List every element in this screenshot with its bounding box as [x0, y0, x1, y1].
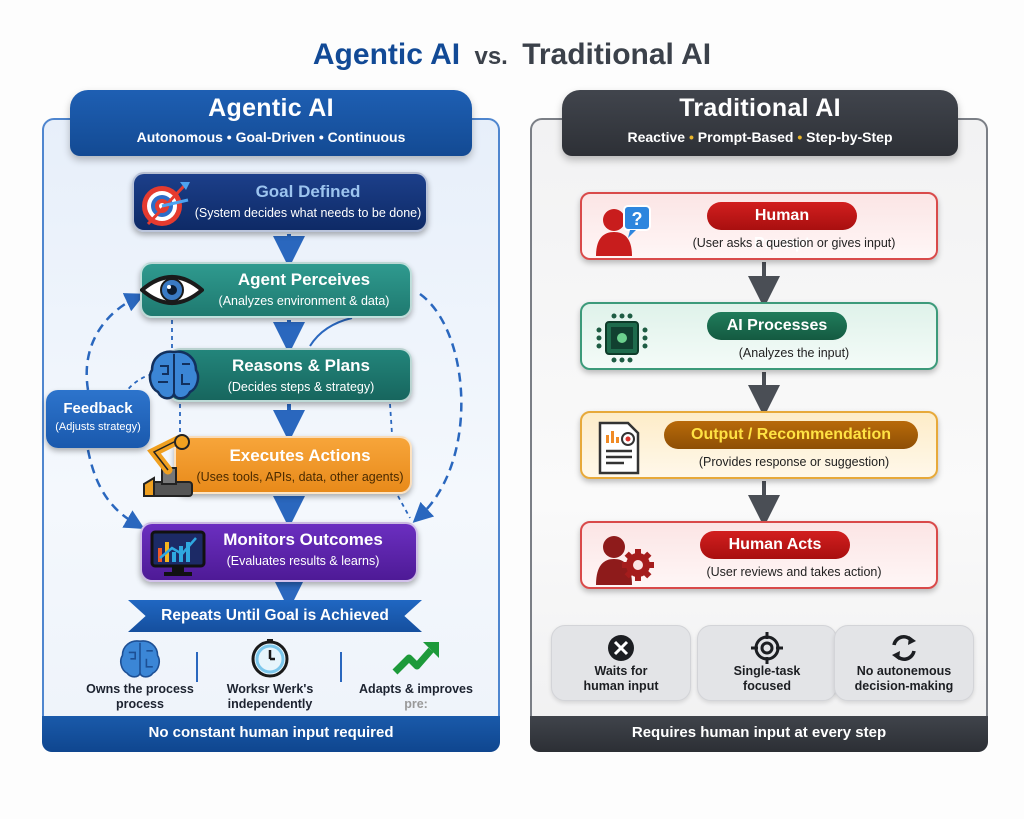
subtitle-part: Step-by-Step: [806, 129, 893, 145]
step-desc: (System decides what needs to be done): [194, 206, 422, 220]
step-title: Monitors Outcomes: [223, 530, 383, 549]
title-traditional: Traditional AI: [522, 38, 712, 71]
x-circle-icon: [552, 632, 690, 664]
step-title: Agent Perceives: [237, 270, 371, 289]
step-desc: (User reviews and takes action): [706, 565, 882, 579]
card-line2: human input: [583, 679, 659, 693]
card-line1: Waits for: [594, 664, 648, 678]
svg-text:?: ?: [632, 209, 643, 229]
step-desc: (Evaluates results & learns): [226, 554, 380, 568]
crosshair-icon: [698, 632, 836, 664]
feature-owns-process: Owns the process process: [70, 640, 210, 712]
step-desc: (Analyzes environment & data): [218, 294, 390, 308]
step-title: Human Prompt: [707, 202, 857, 252]
user-gear-icon: [594, 531, 654, 585]
card-waits-for-input: Waits for human input: [551, 625, 691, 701]
step-title: Human Acts: [700, 531, 850, 559]
eye-icon: [138, 270, 206, 315]
step-title: AI Processes: [707, 312, 847, 340]
monitor-chart-icon: [150, 530, 206, 585]
agentic-heading: Agentic AI: [208, 94, 334, 122]
feature-line2: independently: [227, 697, 313, 711]
step-human-acts: Human Acts (User reviews and takes actio…: [580, 521, 938, 589]
step-ai-processes: AI Processes (Analyzes the input): [580, 302, 938, 370]
step-monitors-outcomes: Monitors Outcomes (Evaluates results & l…: [140, 522, 418, 582]
feature-works-independently: Worksr Werk's independently: [200, 639, 340, 712]
step-title: Goal Defined: [255, 182, 361, 201]
feature-line1: Owns the process: [86, 682, 194, 696]
trend-up-icon: [346, 640, 486, 678]
feature-line1: Worksr Werk's: [226, 682, 314, 696]
card-single-task: Single-task focused: [697, 625, 837, 701]
step-human-prompt: ? Human Prompt (User asks a question or …: [580, 192, 938, 260]
agentic-banner: Agentic AI Autonomous • Goal-Driven • Co…: [70, 90, 472, 156]
brain-icon: [70, 640, 210, 678]
chip-icon: [594, 312, 650, 364]
feature-line2: pre:: [404, 697, 428, 711]
feedback-node: Feedback (Adjusts strategy): [46, 390, 150, 448]
step-title: Reasons & Plans: [232, 356, 370, 375]
card-line2: focused: [743, 679, 791, 693]
brain-icon: [146, 348, 202, 407]
step-desc: (Provides response or suggestion): [698, 455, 890, 469]
agentic-footer: No constant human input required: [42, 716, 500, 752]
subtitle-part: Prompt-Based: [697, 129, 794, 145]
target-icon: [140, 178, 192, 230]
feature-divider: [196, 652, 198, 682]
feedback-loop-lines: [85, 292, 463, 530]
feature-line1: Adapts & improves: [359, 682, 473, 696]
card-line1: No autonemous: [856, 664, 952, 678]
step-executes-actions: Executes Actions (Uses tools, APIs, data…: [143, 434, 412, 497]
traditional-heading: Traditional AI: [679, 94, 841, 122]
feature-line2: process: [116, 697, 164, 711]
feedback-title: Feedback: [63, 400, 133, 417]
traditional-footer: Requires human input at every step: [530, 716, 988, 752]
card-line2: decision-making: [854, 679, 954, 693]
feature-adapts-improves: Adapts & improves pre:: [346, 640, 486, 712]
step-title: Executes Actions: [229, 446, 371, 465]
traditional-banner: Traditional AI Reactive • Prompt-Based •…: [562, 90, 958, 156]
step-goal-defined: Goal Defined (System decides what needs …: [132, 172, 428, 232]
subtitle-part: Reactive: [627, 129, 686, 145]
robot-arm-icon: [142, 434, 202, 505]
clock-icon: [200, 639, 340, 678]
card-no-autonomous: No autonemous decision-making: [834, 625, 974, 701]
step-desc: (Decides steps & strategy): [227, 380, 375, 394]
step-agent-perceives: Agent Perceives (Analyzes environment & …: [138, 262, 412, 318]
step-reasons-plans: Reasons & Plans (Decides steps & strateg…: [148, 348, 412, 402]
title-agentic: Agentic AI: [312, 38, 461, 71]
feedback-desc: (Adjusts strategy): [55, 421, 141, 433]
feature-divider: [340, 652, 342, 682]
agentic-subtitle: Autonomous • Goal-Driven • Continuous: [136, 129, 406, 145]
step-output-recommendation: Output / Recommendation (Provides respon…: [580, 411, 938, 479]
repeat-ribbon: Repeats Until Goal is Achieved: [128, 600, 422, 632]
step-title: Output / Recommendation: [664, 421, 918, 449]
separator-dot: •: [688, 129, 694, 145]
step-desc: (User asks a question or gives input): [692, 236, 896, 250]
title-vs: vs.: [474, 43, 508, 70]
user-question-icon: ?: [594, 202, 651, 256]
step-desc: (Uses tools, APIs, data, other agents): [196, 470, 404, 484]
step-desc: (Analyzes the input): [738, 346, 850, 360]
document-chart-icon: [594, 421, 650, 475]
traditional-subtitle: Reactive • Prompt-Based • Step-by-Step: [562, 129, 958, 145]
card-line1: Single-task: [733, 664, 801, 678]
page-title: Agentic AI vs. Traditional AI: [0, 38, 1024, 72]
separator-dot: •: [797, 129, 803, 145]
refresh-icon: [835, 632, 973, 664]
